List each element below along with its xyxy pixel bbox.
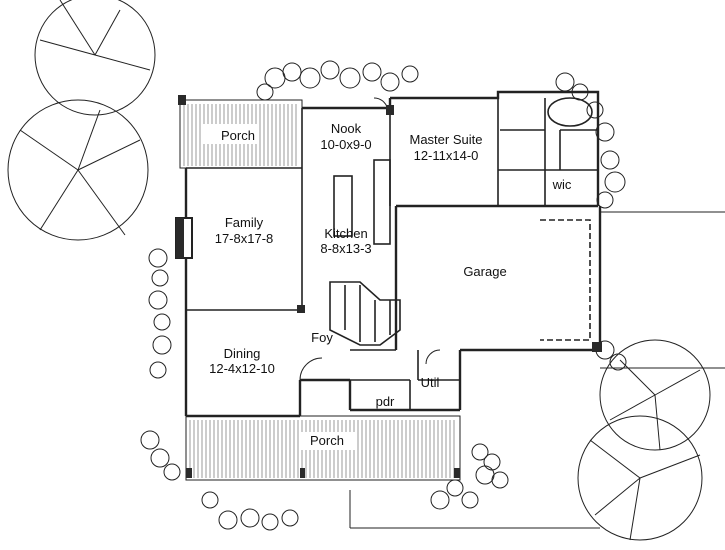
label-master-suite: Master Suite [410, 132, 483, 147]
front-porch [185, 415, 461, 481]
wall-posts [176, 95, 602, 352]
label-dining: Dining [224, 346, 261, 361]
label-back-porch: Porch [221, 128, 255, 143]
label-family-dim: 17-8x17-8 [215, 231, 274, 246]
label-wic: wic [552, 177, 572, 192]
label-nook-dim: 10-0x9-0 [320, 137, 371, 152]
label-kitchen: Kitchen [324, 226, 367, 241]
label-garage: Garage [463, 264, 506, 279]
label-master-dim: 12-11x14-0 [414, 148, 479, 163]
label-front-porch: Porch [310, 433, 344, 448]
site-lines [349, 211, 725, 529]
label-dining-dim: 12-4x12-10 [209, 361, 275, 376]
tree-right-upper [599, 339, 711, 451]
label-family: Family [225, 215, 264, 230]
tree-right-lower [577, 415, 703, 541]
interior-walls [175, 97, 598, 410]
label-pdr: pdr [376, 394, 395, 409]
tree-top-left [34, 0, 156, 116]
label-nook: Nook [331, 121, 362, 136]
tree-mid-left [7, 99, 149, 241]
room-labels: Porch Nook 10-0x9-0 Master Suite 12-11x1… [209, 121, 572, 448]
label-foyer: Foy [311, 330, 333, 345]
label-util: Util [421, 375, 440, 390]
label-kitchen-dim: 8-8x13-3 [320, 241, 371, 256]
